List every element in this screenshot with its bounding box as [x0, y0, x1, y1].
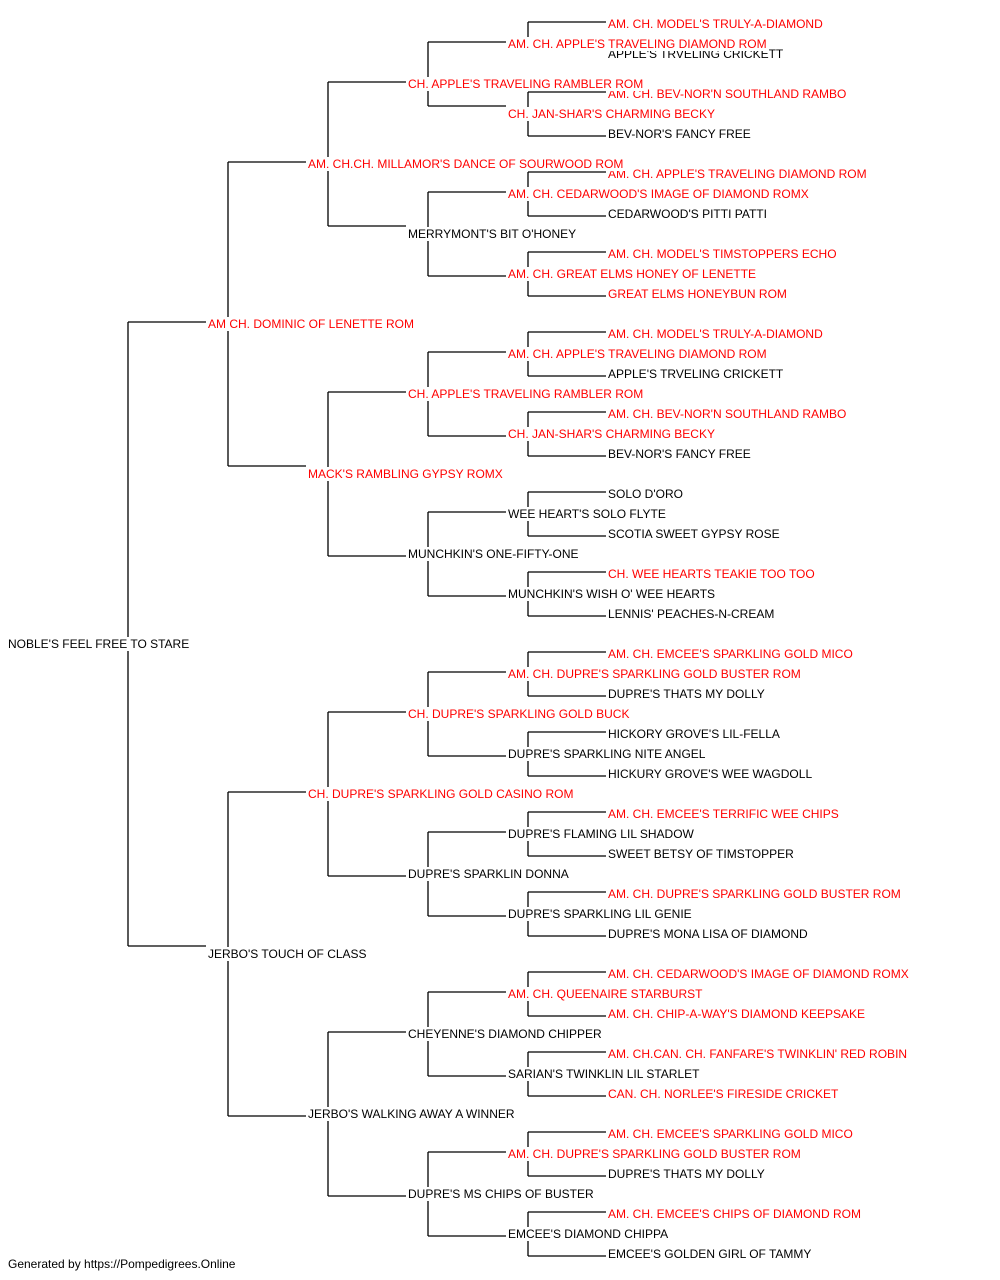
pedigree-node-sire-sire-dam-dam-sire: AM. CH. MODEL'S TIMSTOPPERS ECHO: [608, 247, 839, 261]
pedigree-node-subject: NOBLE'S FEEL FREE TO STARE: [8, 637, 192, 651]
pedigree-node-dam-dam-sire-dam-sire: AM. CH.CAN. CH. FANFARE'S TWINKLIN' RED …: [608, 1047, 910, 1061]
pedigree-node-dam-dam: JERBO'S WALKING AWAY A WINNER: [308, 1107, 517, 1121]
pedigree-node-sire-dam-dam-sire-sire: SOLO D'ORO: [608, 487, 685, 501]
generated-by-footer: Generated by https://Pompedigrees.Online: [8, 1257, 236, 1271]
pedigree-node-dam-sire: CH. DUPRE'S SPARKLING GOLD CASINO ROM: [308, 787, 576, 801]
pedigree-node-sire-sire-sire-dam-dam: BEV-NOR'S FANCY FREE: [608, 127, 753, 141]
pedigree-node-sire-dam-dam: MUNCHKIN'S ONE-FIFTY-ONE: [408, 547, 581, 561]
pedigree-node-sire-dam-sire-dam-dam: BEV-NOR'S FANCY FREE: [608, 447, 753, 461]
pedigree-node-dam-sire-sire-dam-dam: HICKURY GROVE'S WEE WAGDOLL: [608, 767, 815, 781]
pedigree-node-sire-dam-dam-sire-dam: SCOTIA SWEET GYPSY ROSE: [608, 527, 782, 541]
pedigree-node-sire-sire-sire-sire-sire: AM. CH. MODEL'S TRULY-A-DIAMOND: [608, 17, 825, 31]
pedigree-node-sire-sire: AM. CH.CH. MILLAMOR'S DANCE OF SOURWOOD …: [308, 157, 626, 171]
pedigree-node-sire-dam-dam-sire: WEE HEART'S SOLO FLYTE: [508, 507, 668, 521]
pedigree-node-sire-sire-dam-dam: AM. CH. GREAT ELMS HONEY OF LENETTE: [508, 267, 759, 281]
pedigree-node-sire-sire-dam-dam-dam: GREAT ELMS HONEYBUN ROM: [608, 287, 789, 301]
pedigree-node-dam-sire-dam-dam-sire: AM. CH. DUPRE'S SPARKLING GOLD BUSTER RO…: [608, 887, 903, 901]
pedigree-node-dam-sire-sire-sire-dam: DUPRE'S THATS MY DOLLY: [608, 687, 767, 701]
pedigree-node-dam-sire-dam-sire-dam: SWEET BETSY OF TIMSTOPPER: [608, 847, 796, 861]
pedigree-node-dam-dam-sire: CHEYENNE'S DIAMOND CHIPPER: [408, 1027, 604, 1041]
pedigree-node-dam-dam-dam-dam-dam: EMCEE'S GOLDEN GIRL OF TAMMY: [608, 1247, 814, 1261]
pedigree-node-dam-sire-dam-sire-sire: AM. CH. EMCEE'S TERRIFIC WEE CHIPS: [608, 807, 841, 821]
pedigree-node-dam-sire-dam-dam: DUPRE'S SPARKLING LIL GENIE: [508, 907, 694, 921]
pedigree-node-sire-sire-dam-sire-sire: AM. CH. APPLE'S TRAVELING DIAMOND ROM: [608, 167, 869, 181]
pedigree-node-sire-dam-sire-sire-dam: APPLE'S TRVELING CRICKETT: [608, 367, 786, 381]
pedigree-node-dam-dam-sire-dam: SARIAN'S TWINKLIN LIL STARLET: [508, 1067, 702, 1081]
pedigree-node-sire: AM CH. DOMINIC OF LENETTE ROM: [208, 317, 417, 331]
pedigree-node-sire-sire-dam-sire: AM. CH. CEDARWOOD'S IMAGE OF DIAMOND ROM…: [508, 187, 811, 201]
pedigree-node-sire-dam-dam-dam: MUNCHKIN'S WISH O' WEE HEARTS: [508, 587, 718, 601]
pedigree-node-dam-sire-sire-sire: AM. CH. DUPRE'S SPARKLING GOLD BUSTER RO…: [508, 667, 803, 681]
pedigree-node-dam-dam-sire-sire: AM. CH. QUEENAIRE STARBURST: [508, 987, 705, 1001]
pedigree-node-dam-dam-dam: DUPRE'S MS CHIPS OF BUSTER: [408, 1187, 596, 1201]
pedigree-node-dam-dam-sire-dam-dam: CAN. CH. NORLEE'S FIRESIDE CRICKET: [608, 1087, 841, 1101]
pedigree-node-dam-sire-dam-sire: DUPRE'S FLAMING LIL SHADOW: [508, 827, 696, 841]
pedigree-node-sire-dam-sire-dam: CH. JAN-SHAR'S CHARMING BECKY: [508, 427, 717, 441]
pedigree-node-dam-dam-dam-dam-sire: AM. CH. EMCEE'S CHIPS OF DIAMOND ROM: [608, 1207, 863, 1221]
pedigree-node-sire-dam: MACK'S RAMBLING GYPSY ROMX: [308, 467, 505, 481]
pedigree-node-dam-dam-dam-sire-dam: DUPRE'S THATS MY DOLLY: [608, 1167, 767, 1181]
pedigree-node-dam-sire-sire: CH. DUPRE'S SPARKLING GOLD BUCK: [408, 707, 632, 721]
pedigree-node-sire-sire-dam: MERRYMONT'S BIT O'HONEY: [408, 227, 579, 241]
pedigree-node-dam: JERBO'S TOUCH OF CLASS: [208, 947, 369, 961]
pedigree-node-sire-sire-dam-sire-dam: CEDARWOOD'S PITTI PATTI: [608, 207, 769, 221]
pedigree-node-sire-sire-sire-sire: AM. CH. APPLE'S TRAVELING DIAMOND ROM: [508, 37, 769, 51]
pedigree-node-dam-sire-dam: DUPRE'S SPARKLIN DONNA: [408, 867, 571, 881]
pedigree-node-sire-dam-sire: CH. APPLE'S TRAVELING RAMBLER ROM: [408, 387, 646, 401]
pedigree-node-sire-sire-sire: CH. APPLE'S TRAVELING RAMBLER ROM: [408, 77, 646, 91]
pedigree-node-sire-dam-sire-dam-sire: AM. CH. BEV-NOR'N SOUTHLAND RAMBO: [608, 407, 849, 421]
pedigree-node-dam-dam-sire-sire-sire: AM. CH. CEDARWOOD'S IMAGE OF DIAMOND ROM…: [608, 967, 911, 981]
pedigree-node-sire-sire-sire-dam: CH. JAN-SHAR'S CHARMING BECKY: [508, 107, 717, 121]
pedigree-node-sire-sire-sire-dam-sire: AM. CH. BEV-NOR'N SOUTHLAND RAMBO: [608, 87, 849, 101]
pedigree-node-dam-dam-dam-dam: EMCEE'S DIAMOND CHIPPA: [508, 1227, 671, 1241]
pedigree-node-dam-sire-sire-dam: DUPRE'S SPARKLING NITE ANGEL: [508, 747, 708, 761]
pedigree-node-dam-dam-dam-sire: AM. CH. DUPRE'S SPARKLING GOLD BUSTER RO…: [508, 1147, 803, 1161]
pedigree-node-sire-dam-dam-dam-dam: LENNIS' PEACHES-N-CREAM: [608, 607, 777, 621]
pedigree-node-dam-sire-sire-dam-sire: HICKORY GROVE'S LIL-FELLA: [608, 727, 782, 741]
pedigree-node-dam-sire-sire-sire-sire: AM. CH. EMCEE'S SPARKLING GOLD MICO: [608, 647, 855, 661]
pedigree-node-dam-dam-sire-sire-dam: AM. CH. CHIP-A-WAY'S DIAMOND KEEPSAKE: [608, 1007, 867, 1021]
pedigree-node-dam-sire-dam-dam-dam: DUPRE'S MONA LISA OF DIAMOND: [608, 927, 810, 941]
pedigree-node-sire-dam-sire-sire-sire: AM. CH. MODEL'S TRULY-A-DIAMOND: [608, 327, 825, 341]
pedigree-node-sire-dam-sire-sire: AM. CH. APPLE'S TRAVELING DIAMOND ROM: [508, 347, 769, 361]
pedigree-node-dam-dam-dam-sire-sire: AM. CH. EMCEE'S SPARKLING GOLD MICO: [608, 1127, 855, 1141]
pedigree-node-sire-dam-dam-dam-sire: CH. WEE HEARTS TEAKIE TOO TOO: [608, 567, 817, 581]
